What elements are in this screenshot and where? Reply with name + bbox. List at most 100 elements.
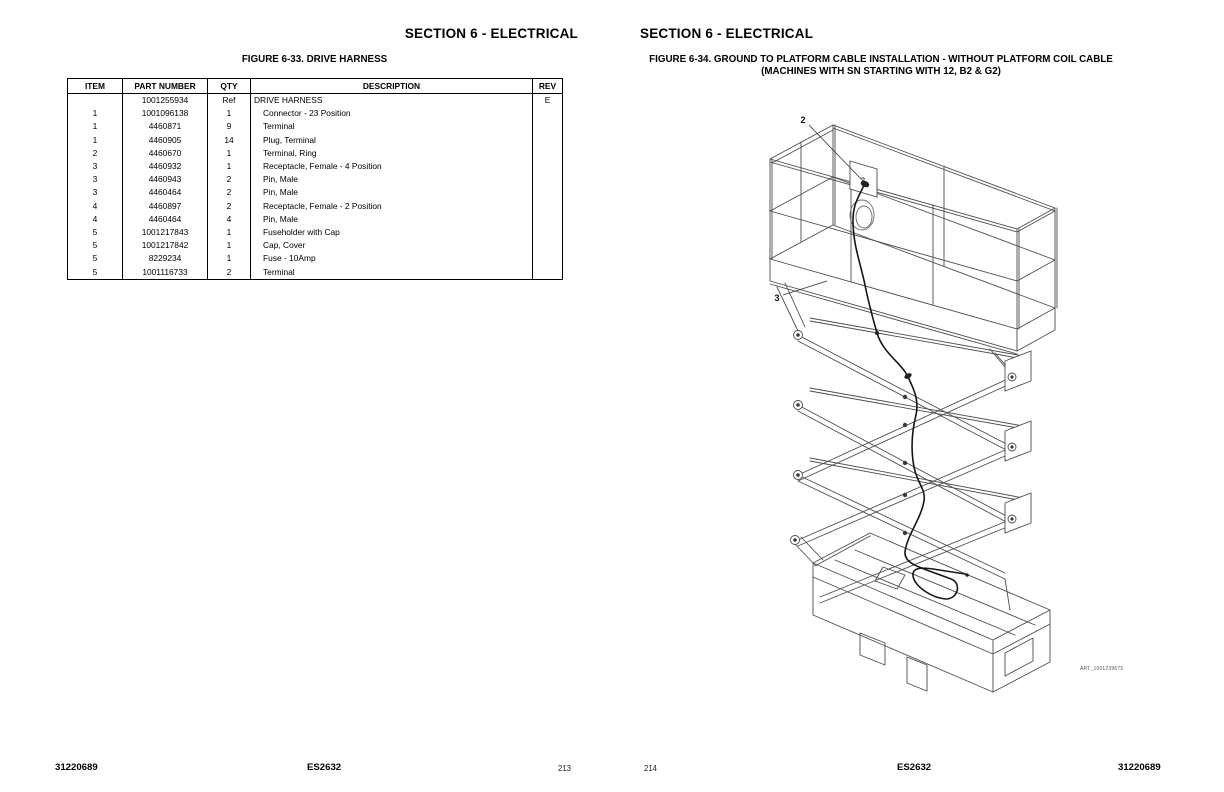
cell-qty: 1 [207, 160, 251, 174]
cell-rev [532, 186, 563, 200]
cell-rev [532, 133, 563, 147]
header-part-number: PART NUMBER [122, 78, 208, 94]
left-footer-page-number: 213 [558, 764, 572, 773]
table-row: 1001255934 Ref DRIVE HARNESS E [67, 93, 563, 108]
cell-description: DRIVE HARNESS [250, 93, 533, 108]
cell-part-number: 1001116733 [122, 265, 208, 280]
table-row: 1 1001096138 1 Connector - 23 Position [67, 107, 563, 121]
figure-6-34-title-line2: (MACHINES WITH SN STARTING WITH 12, B2 &… [761, 66, 1001, 77]
scissor-lift-diagram: 2 3 [765, 105, 1075, 695]
cell-part-number: 4460871 [122, 120, 208, 134]
cell-qty: 1 [207, 146, 251, 161]
cell-rev [532, 199, 563, 213]
table-row: 4 4460464 4 Pin, Male [67, 212, 563, 227]
table-row: 5 1001116733 2 Terminal [67, 265, 563, 280]
cell-part-number: 1001096138 [122, 107, 208, 121]
cell-part-number: 1001217843 [122, 226, 208, 240]
cell-description: Terminal [250, 265, 533, 280]
cell-qty: 2 [207, 199, 251, 213]
figure-6-33-title: FIGURE 6-33. DRIVE HARNESS [241, 54, 388, 65]
cell-rev [532, 252, 563, 266]
cell-item: 3 [67, 186, 123, 200]
cell-rev [532, 226, 563, 240]
callout-2-label: 2 [800, 115, 805, 125]
cell-item: 1 [67, 107, 123, 121]
cell-description: Fuse - 10Amp [250, 252, 533, 266]
art-number-label: ART_1001239675 [1080, 666, 1124, 672]
cell-rev [532, 160, 563, 174]
table-row: 5 1001217843 1 Fuseholder with Cap [67, 226, 563, 240]
cell-part-number: 4460943 [122, 173, 208, 187]
cell-item: 2 [67, 146, 123, 161]
right-footer-doc-number: 31220689 [1118, 762, 1161, 773]
callout-3-label: 3 [774, 293, 779, 303]
table-row: 2 4460670 1 Terminal, Ring [67, 146, 563, 161]
scissor-lift-drawing: 2 3 [769, 115, 1058, 693]
cell-item: 5 [67, 239, 123, 253]
header-qty: QTY [207, 78, 251, 94]
cell-item: 4 [67, 212, 123, 227]
cell-description: Fuseholder with Cap [250, 226, 533, 240]
table-row: 5 8229234 1 Fuse - 10Amp [67, 252, 563, 266]
cell-qty: 9 [207, 120, 251, 134]
right-footer-model: ES2632 [897, 762, 932, 773]
figure-6-34-title-line1: FIGURE 6-34. GROUND TO PLATFORM CABLE IN… [649, 54, 1113, 65]
parts-table-header: ITEM PART NUMBER QTY DESCRIPTION REV [67, 78, 563, 94]
cell-qty: 4 [207, 212, 251, 227]
cell-description: Plug, Terminal [250, 133, 533, 147]
cell-qty: 1 [207, 239, 251, 253]
cell-part-number: 4460905 [122, 133, 208, 147]
cell-qty: 2 [207, 173, 251, 187]
table-row: 3 4460464 2 Pin, Male [67, 186, 563, 200]
cell-rev [532, 265, 563, 280]
table-row: 1 4460905 14 Plug, Terminal [67, 133, 563, 147]
cell-qty: 1 [207, 107, 251, 121]
cell-description: Receptacle, Female - 2 Position [250, 199, 533, 213]
cell-description: Pin, Male [250, 212, 533, 227]
cell-item: 1 [67, 120, 123, 134]
header-description: DESCRIPTION [250, 78, 533, 94]
right-section-title: SECTION 6 - ELECTRICAL [640, 26, 814, 41]
table-row: 4 4460897 2 Receptacle, Female - 2 Posit… [67, 199, 563, 213]
cell-part-number: 4460670 [122, 146, 208, 161]
cell-qty: 1 [207, 226, 251, 240]
cell-item: 1 [67, 133, 123, 147]
cell-description: Pin, Male [250, 186, 533, 200]
cell-qty: 1 [207, 252, 251, 266]
header-rev: REV [532, 78, 563, 94]
cell-description: Pin, Male [250, 173, 533, 187]
cell-description: Connector - 23 Position [250, 107, 533, 121]
cell-part-number: 4460897 [122, 199, 208, 213]
left-section-title: SECTION 6 - ELECTRICAL [404, 26, 578, 41]
left-footer-model: ES2632 [307, 762, 342, 773]
left-footer-doc-number: 31220689 [55, 762, 98, 773]
cell-description: Receptacle, Female - 4 Position [250, 160, 533, 174]
cell-rev [532, 239, 563, 253]
cell-rev [532, 173, 563, 187]
table-row: 1 4460871 9 Terminal [67, 120, 563, 134]
cell-qty: Ref [207, 93, 251, 108]
cell-part-number: 1001217842 [122, 239, 208, 253]
cell-qty: 2 [207, 265, 251, 280]
cell-part-number: 1001255934 [122, 93, 208, 108]
cell-part-number: 4460932 [122, 160, 208, 174]
cell-item: 5 [67, 265, 123, 280]
right-page: SECTION 6 - ELECTRICAL FIGURE 6-34. GROU… [612, 0, 1224, 792]
cell-item [67, 93, 123, 108]
right-footer-page-number: 214 [644, 764, 658, 773]
header-item: ITEM [67, 78, 123, 94]
cell-part-number: 8229234 [122, 252, 208, 266]
cell-description: Terminal [250, 120, 533, 134]
cell-rev [532, 212, 563, 227]
table-row: 3 4460943 2 Pin, Male [67, 173, 563, 187]
cell-rev [532, 120, 563, 134]
cell-item: 5 [67, 226, 123, 240]
cell-description: Cap, Cover [250, 239, 533, 253]
cell-item: 4 [67, 199, 123, 213]
left-page: SECTION 6 - ELECTRICAL FIGURE 6-33. DRIV… [55, 26, 578, 773]
cell-rev [532, 146, 563, 161]
cell-rev [532, 107, 563, 121]
cell-item: 3 [67, 160, 123, 174]
cell-rev: E [532, 93, 563, 108]
